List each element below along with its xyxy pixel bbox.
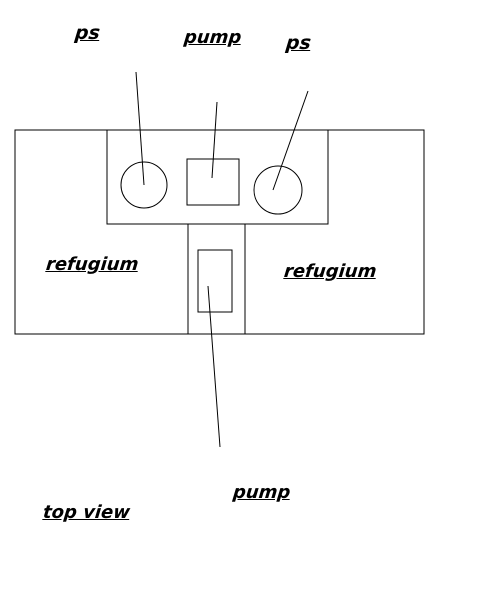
leader-pump-bottom: [207, 285, 221, 448]
protein-skimmer-right: [253, 165, 303, 215]
tank-outline: [14, 129, 425, 335]
label-ps-left: ps: [73, 22, 102, 44]
label-pump-top: pump: [182, 27, 243, 48]
leader-ps-left: [135, 71, 145, 186]
label-top-view: top view: [41, 502, 132, 523]
leader-ps-right: [272, 90, 309, 191]
sump-chamber: [106, 129, 329, 225]
label-ps-right: ps: [284, 32, 313, 54]
label-refugium-left: refugium: [44, 254, 140, 275]
leader-pump-top: [211, 101, 218, 179]
pump-channel: [187, 223, 246, 335]
label-refugium-right: refugium: [282, 261, 378, 282]
label-pump-bottom: pump: [231, 482, 292, 503]
protein-skimmer-left: [120, 161, 168, 209]
return-pump-bottom: [197, 249, 233, 313]
